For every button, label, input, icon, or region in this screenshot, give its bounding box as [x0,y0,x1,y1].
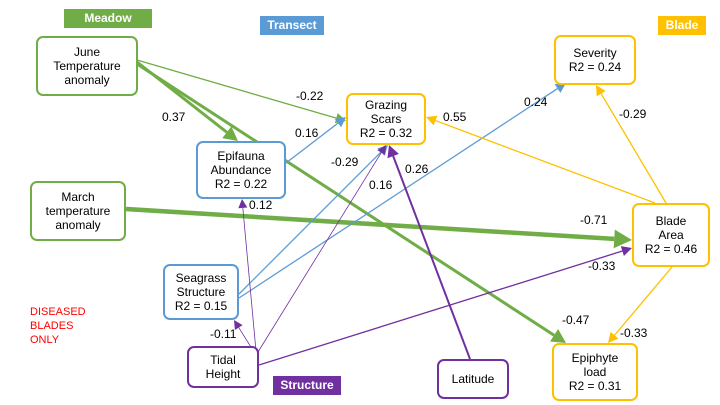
blade-area-node: Blade Area R2 = 0.46 [632,203,710,267]
coef-blade-area-severity: -0.29 [619,107,647,121]
path-june-to-epiphyte [136,62,555,337]
node-line: Severity [573,46,617,60]
coef-epifauna-grazing: 0.16 [295,126,319,140]
coef-latitude-grazing: 0.26 [405,162,429,176]
node-line: Epiphyte [571,351,619,365]
path-seagrass-to-severity [238,88,558,299]
coef-june-epiphyte: -0.47 [562,313,590,327]
node-line: Latitude [451,372,495,386]
arrowhead-june-to-epifauna [222,126,238,141]
node-line: Blade [655,214,687,228]
node-line: Tidal [210,353,236,367]
node-line: Scars [370,112,402,126]
path-epifauna-to-grazing [285,122,339,164]
epifauna-abundance-node: Epifauna Abundance R2 = 0.22 [196,141,286,199]
coef-march-blade-area: -0.71 [580,213,608,227]
node-line: Height [205,367,241,381]
arrowhead-blade_area-to-severity [596,85,606,97]
node-line: R2 = 0.15 [174,299,228,313]
blade-tag: Blade [658,16,706,35]
node-line: Abundance [210,163,272,177]
node-line: Area [658,228,684,242]
node-line: anomaly [55,218,101,232]
arrowhead-tidal-to-seagrass [234,320,243,330]
arrowhead-june-to-epiphyte [550,329,566,343]
arrowhead-epifauna-to-grazing [334,117,346,128]
seagrass-structure-node: Seagrass Structure R2 = 0.15 [163,264,239,320]
grazing-scars-node: Grazing Scars R2 = 0.32 [346,93,426,145]
node-line: Epifauna [217,149,265,163]
node-line: R2 = 0.22 [214,177,268,191]
node-line: Temperature [53,59,121,73]
note-line: DISEASED [30,306,86,318]
note-line: BLADES [30,320,74,332]
severity-node: Severity R2 = 0.24 [554,35,636,85]
june-temperature-anomaly-node: June Temperature anomaly [36,36,138,96]
latitude-node: Latitude [437,359,509,399]
path-tidal-to-grazing [257,152,382,353]
structure-tag: Structure [273,376,341,395]
coef-blade-area-grazing: 0.55 [443,110,467,124]
epiphyte-load-node: Epiphyte load R2 = 0.31 [552,343,638,401]
march-temperature-anomaly-node: March temperature anomaly [30,181,126,241]
path-seagrass-to-grazing [238,151,382,295]
node-line: June [73,45,101,59]
node-line: anomaly [64,73,110,87]
node-line: March [61,190,95,204]
arrowhead-tidal-to-blade_area [620,246,632,256]
path-june-to-grazing [136,59,337,119]
node-line: R2 = 0.31 [568,379,622,393]
path-tidal-to-epifauna [242,207,257,352]
path-blade_area-to-grazing [435,119,656,204]
path-march-to-blade_area [125,206,615,242]
tidal-height-node: Tidal Height [187,346,259,388]
node-line: R2 = 0.24 [568,60,622,74]
node-line: Seagrass [175,271,227,285]
coef-tidal-blade-area: -0.33 [588,259,616,273]
coef-seagrass-grazing: -0.29 [331,155,359,169]
node-line: load [583,365,607,379]
arrowhead-tidal-to-grazing [377,145,386,155]
node-line: R2 = 0.46 [644,242,698,256]
arrowhead-tidal-to-epifauna [238,199,248,209]
coef-tidal-seagrass: -0.11 [210,327,237,341]
arrowhead-blade_area-to-grazing [426,115,438,126]
node-line: R2 = 0.32 [359,126,413,140]
arrowhead-blade_area-to-epiphyte [608,331,619,343]
node-line: temperature [45,204,111,218]
meadow-tag: Meadow [64,9,152,28]
coef-seagrass-severity: 0.24 [524,95,548,109]
path-blade_area-to-epiphyte [614,266,673,336]
path-latitude-to-grazing [392,155,471,360]
coef-tidal-epifauna: 0.12 [249,198,273,212]
transect-tag: Transect [260,16,324,35]
arrowhead-latitude-to-grazing [387,145,399,159]
node-line: Grazing [364,98,408,112]
arrowhead-march-to-blade_area [613,229,632,249]
note-line: ONLY [30,334,60,346]
path-blade_area-to-severity [600,93,667,204]
coef-june-epifauna: 0.37 [162,110,186,124]
coef-tidal-grazing: 0.16 [369,178,393,192]
coef-june-grazing: -0.22 [296,89,324,103]
node-line: Structure [176,285,226,299]
path-tidal-to-blade_area [258,250,623,366]
diseased-blades-note: DISEASED BLADES ONLY [30,305,86,347]
arrowhead-seagrass-to-severity [554,83,566,93]
coef-blade-area-epiphyte: -0.33 [620,326,648,340]
